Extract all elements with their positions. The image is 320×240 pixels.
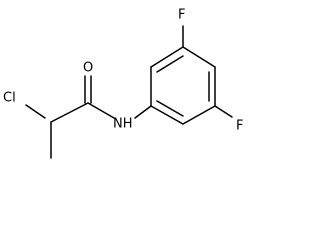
ring-bond-3: [182, 46, 216, 68]
atom-fluorine-top-label: F: [178, 8, 185, 23]
atom-nh-label: NH: [113, 117, 133, 132]
ring-bond-5: [182, 105, 216, 125]
molecule-structure: Cl O NH F F: [3, 8, 243, 159]
bond-cl-c2: [25, 104, 46, 119]
atom-oxygen-label: O: [83, 61, 93, 76]
bond-c2-c1: [50, 102, 89, 123]
bond-ring-f-bottom: [214, 105, 233, 118]
ring-double-bond-1: [156, 55, 184, 73]
atom-chlorine-label: Cl: [3, 91, 16, 106]
ring-bond-2: [150, 46, 184, 68]
atom-fluorine-bottom-label: F: [236, 119, 243, 134]
ring-bond-6: [150, 105, 184, 125]
bond-c1-n: [87, 102, 115, 119]
bond-n-ring: [134, 105, 152, 119]
ring-double-bond-3: [156, 100, 184, 117]
